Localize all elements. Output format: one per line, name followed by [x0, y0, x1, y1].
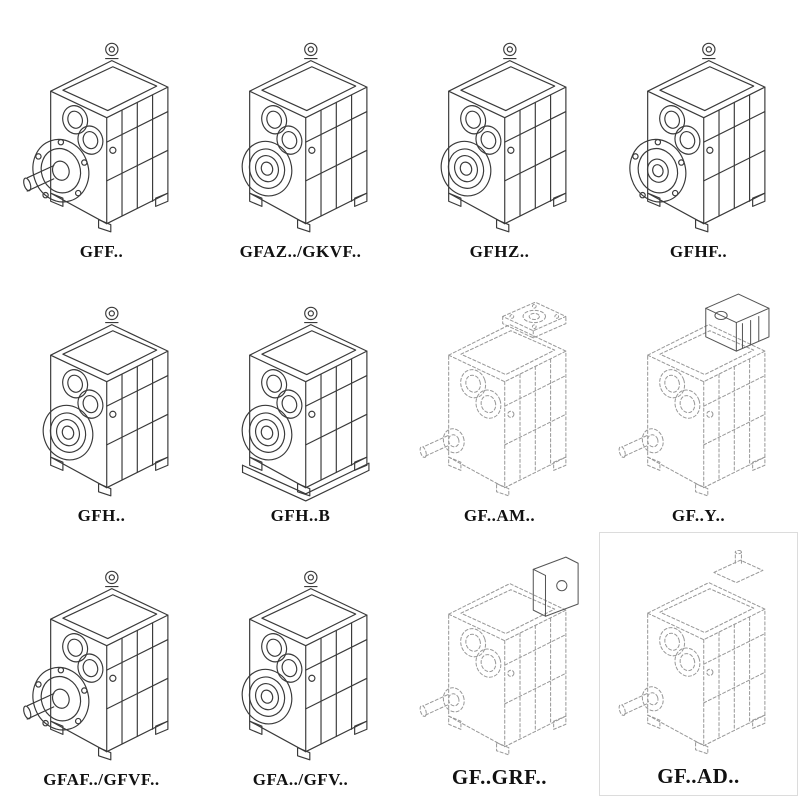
gearbox-model-label: GF..AD.. [657, 764, 740, 788]
gearbox-model-label: GF..GRF.. [451, 765, 548, 789]
gearbox-input-flange-icon [418, 301, 567, 497]
gearbox-figure: GFAZ../GKVF.. [201, 4, 400, 268]
gearbox-figure: GFF.. [2, 4, 201, 268]
gearbox-figure: GF..Y.. [599, 268, 798, 532]
gearbox-hollow-shaft-icon [234, 570, 368, 761]
gearbox-model-label: GFHF.. [669, 242, 728, 261]
gearbox-model-label: GF..AM.. [463, 506, 536, 525]
gearbox-model-label: GFH.. [77, 506, 126, 525]
gearbox-hollow-shaft-icon [35, 306, 169, 497]
gearbox-figure: GFA../GFV.. [201, 532, 400, 796]
gearbox-figure: GFHF.. [599, 4, 798, 268]
gearbox-figure: GFAF../GFVF.. [2, 532, 201, 796]
gearbox-flange-solid-shaft-icon [21, 42, 169, 233]
gearbox-model-label: GFA../GFV.. [252, 770, 349, 789]
gearbox-figure: GFHZ.. [400, 4, 599, 268]
gearbox-hollow-shaft-icon [234, 42, 368, 233]
gearbox-figure: GF..AM.. [400, 268, 599, 532]
gearbox-model-label: GFAF../GFVF.. [43, 770, 160, 789]
gearbox-input-adapter-icon [418, 556, 579, 756]
catalog-grid: GFF.. GFAZ../GKVF.. GFHZ.. GFHF.. G [2, 4, 798, 796]
gearbox-model-label: GFHZ.. [469, 242, 530, 261]
gearbox-model-label: GF..Y.. [671, 506, 726, 525]
gearbox-flange-solid-shaft-icon [21, 570, 169, 761]
gearbox-flange-hollow-icon [621, 42, 766, 233]
gearbox-hollow-shaft-icon [433, 42, 567, 233]
gearbox-model-label: GFF.. [79, 242, 124, 261]
gearbox-figure: GFH.. [2, 268, 201, 532]
gearbox-model-label: GFAZ../GKVF.. [239, 242, 362, 261]
gearbox-input-shaft-adapter-icon [617, 550, 766, 755]
gearbox-figure: GF..GRF.. [400, 532, 599, 796]
gearbox-figure: GFH..B [201, 268, 400, 532]
gearbox-model-label: GFH..B [270, 506, 331, 525]
gearbox-hollow-shaft-base-icon [234, 306, 370, 502]
gearbox-figure: GF..AD.. [599, 532, 798, 796]
gearbox-with-motor-icon [617, 293, 770, 497]
